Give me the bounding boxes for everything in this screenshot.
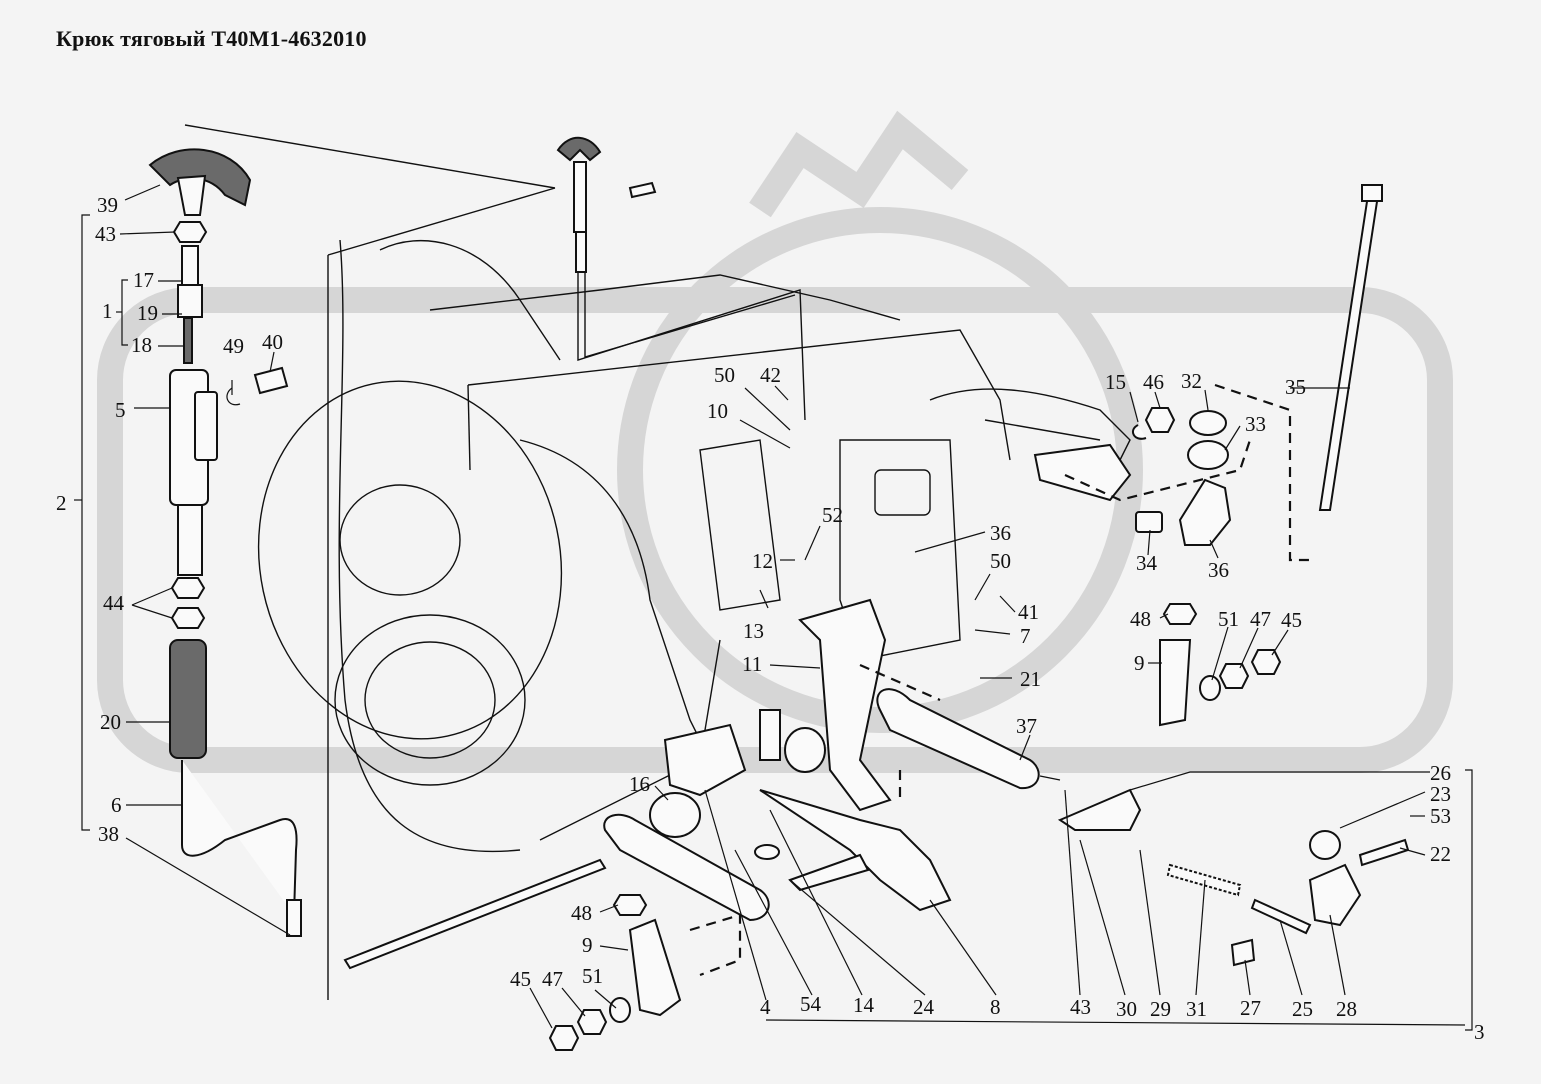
callout-c4: 4 xyxy=(760,995,771,1019)
callout-c43b: 43 xyxy=(1070,995,1091,1019)
callout-c46: 46 xyxy=(1143,370,1164,394)
callout-c3: 3 xyxy=(1474,1020,1485,1044)
lower-parts xyxy=(343,598,1410,1051)
callout-c28: 28 xyxy=(1336,997,1357,1021)
callout-c1: 1 xyxy=(102,299,113,323)
callout-c52: 52 xyxy=(822,503,843,527)
callout-c27: 27 xyxy=(1240,996,1261,1020)
dashed-assembly-lines xyxy=(689,383,1315,977)
callout-c38: 38 xyxy=(98,822,119,846)
callout-c44: 44 xyxy=(103,591,125,615)
callout-c7: 7 xyxy=(1020,624,1031,648)
callout-c54: 54 xyxy=(800,992,822,1016)
callout-c48b: 48 xyxy=(571,901,592,925)
callout-c37: 37 xyxy=(1016,714,1037,738)
callout-c47a: 47 xyxy=(1250,607,1271,631)
leader-lines xyxy=(74,184,1473,1031)
callout-c34: 34 xyxy=(1136,551,1158,575)
callout-c13: 13 xyxy=(743,619,764,643)
callout-c48a: 48 xyxy=(1130,607,1151,631)
callout-c15: 15 xyxy=(1105,370,1126,394)
callout-c47b: 47 xyxy=(542,967,563,991)
callout-c50a: 50 xyxy=(714,363,735,387)
callout-c32: 32 xyxy=(1181,369,1202,393)
cable-assembly-left xyxy=(148,148,302,937)
callout-c39: 39 xyxy=(97,193,118,217)
callout-c22: 22 xyxy=(1430,842,1451,866)
callout-c14: 14 xyxy=(853,993,875,1017)
callout-c12: 12 xyxy=(752,549,773,573)
callout-c51b: 51 xyxy=(582,964,603,988)
callout-c30: 30 xyxy=(1116,997,1137,1021)
callout-c11: 11 xyxy=(742,652,762,676)
callout-c35: 35 xyxy=(1285,375,1306,399)
callout-c45a: 45 xyxy=(1281,608,1302,632)
callout-c5: 5 xyxy=(115,398,126,422)
callout-c17: 17 xyxy=(133,268,154,292)
callout-c51a: 51 xyxy=(1218,607,1239,631)
diagram-title: Крюк тяговый Т40М1-4632010 xyxy=(56,26,367,51)
callout-c40: 40 xyxy=(262,330,283,354)
callout-c49: 49 xyxy=(223,334,244,358)
callout-c41: 41 xyxy=(1018,600,1039,624)
callout-c36a: 36 xyxy=(990,521,1011,545)
callout-c6: 6 xyxy=(111,793,122,817)
callout-c20: 20 xyxy=(100,710,121,734)
callout-c8: 8 xyxy=(990,995,1001,1019)
upper-handle xyxy=(556,136,657,273)
callout-c2: 2 xyxy=(56,491,67,515)
callout-c9a: 9 xyxy=(1134,651,1145,675)
transmission-housing xyxy=(184,124,1131,1000)
callout-c19: 19 xyxy=(137,301,158,325)
callout-c18: 18 xyxy=(131,333,152,357)
callout-c31: 31 xyxy=(1186,997,1207,1021)
callout-c26: 26 xyxy=(1430,761,1451,785)
callout-c50b: 50 xyxy=(990,549,1011,573)
callout-c29: 29 xyxy=(1150,997,1171,1021)
callout-c24: 24 xyxy=(913,995,935,1019)
right-parts xyxy=(1033,407,1282,727)
callout-c25: 25 xyxy=(1292,997,1313,1021)
callout-c45b: 45 xyxy=(510,967,531,991)
tie-rod-35 xyxy=(1318,184,1383,511)
callout-c36b: 36 xyxy=(1208,558,1229,582)
callout-c43a: 43 xyxy=(95,222,116,246)
callout-c42: 42 xyxy=(760,363,781,387)
callout-c10: 10 xyxy=(707,399,728,423)
callout-c9b: 9 xyxy=(582,933,593,957)
callout-c16: 16 xyxy=(629,772,650,796)
callout-c53: 53 xyxy=(1430,804,1451,828)
callout-c21: 21 xyxy=(1020,667,1041,691)
callout-c33: 33 xyxy=(1245,412,1266,436)
callout-c23: 23 xyxy=(1430,782,1451,806)
